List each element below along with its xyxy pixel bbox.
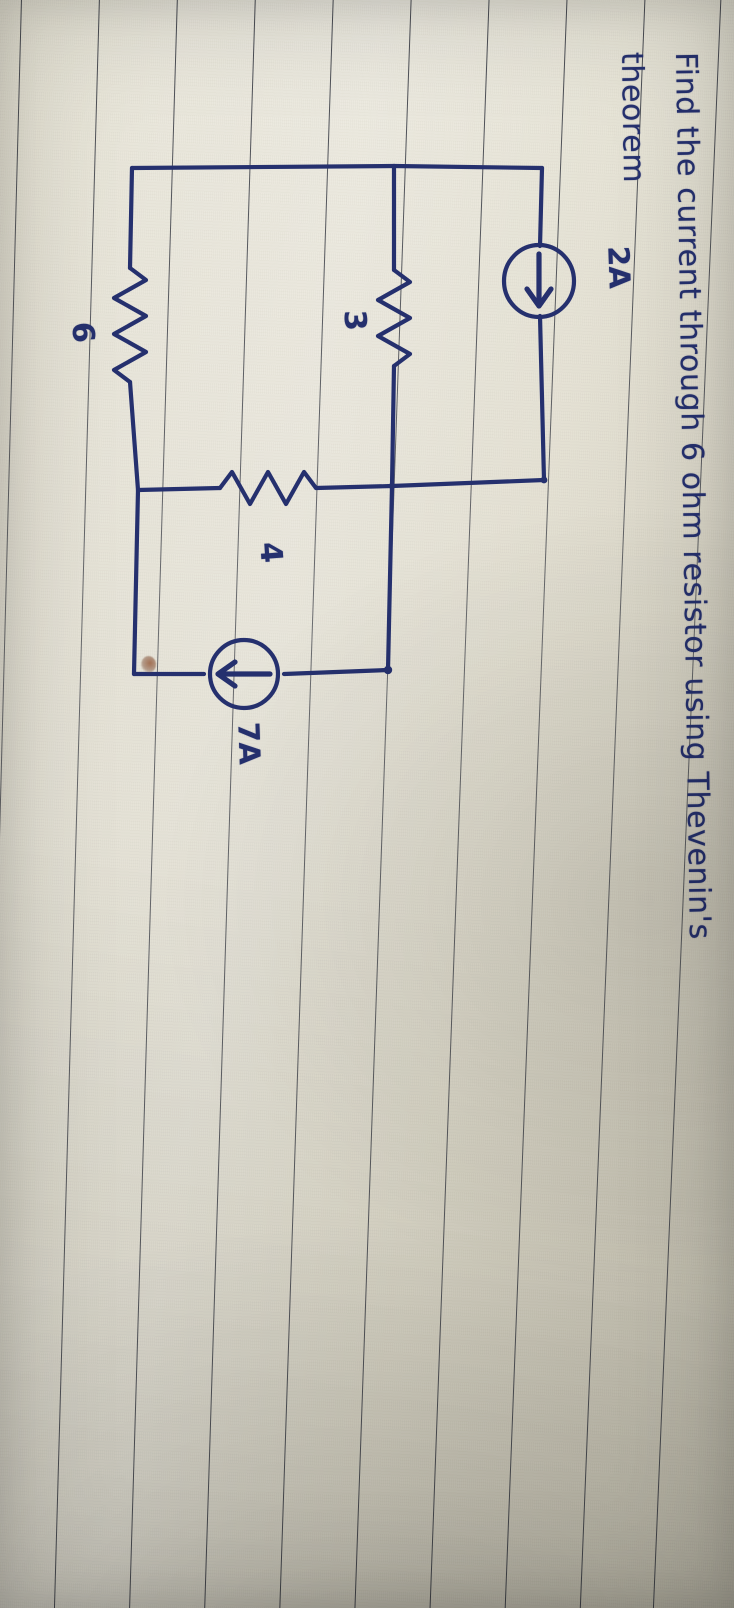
- current-source-2a-symbol: [501, 242, 577, 320]
- node-dot: [388, 482, 396, 490]
- current-source-7a-symbol: [207, 637, 281, 711]
- node-dot: [540, 476, 548, 484]
- node-dot: [383, 665, 393, 675]
- circuit-diagram: 2A 7A 3 4 6: [24, 150, 637, 1150]
